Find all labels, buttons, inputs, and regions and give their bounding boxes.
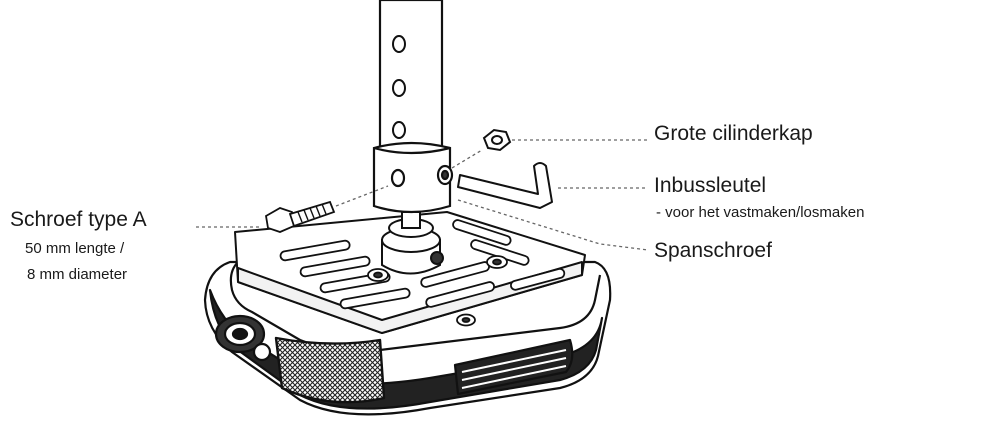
schroef-type-a-part [265,200,336,233]
label-spanschroef: Spanschroef [654,239,772,262]
inbussleutel-part [457,162,553,209]
label-schroef-diameter: 8 mm diameter [27,266,128,283]
mounting-pole [372,0,454,214]
grote-cilinderkap-part [482,128,512,152]
label-inbussleutel-note: - voor het vastmaken/losmaken [656,204,865,221]
label-inbussleutel: Inbussleutel [654,174,767,197]
label-grote-cilinderkap: Grote cilinderkap [654,122,813,145]
leader-lines [196,139,649,251]
label-schroef-length: 50 mm lengte / [25,240,125,257]
ball-joint [381,211,444,275]
label-schroef-type-a: Schroef type A [10,208,147,231]
